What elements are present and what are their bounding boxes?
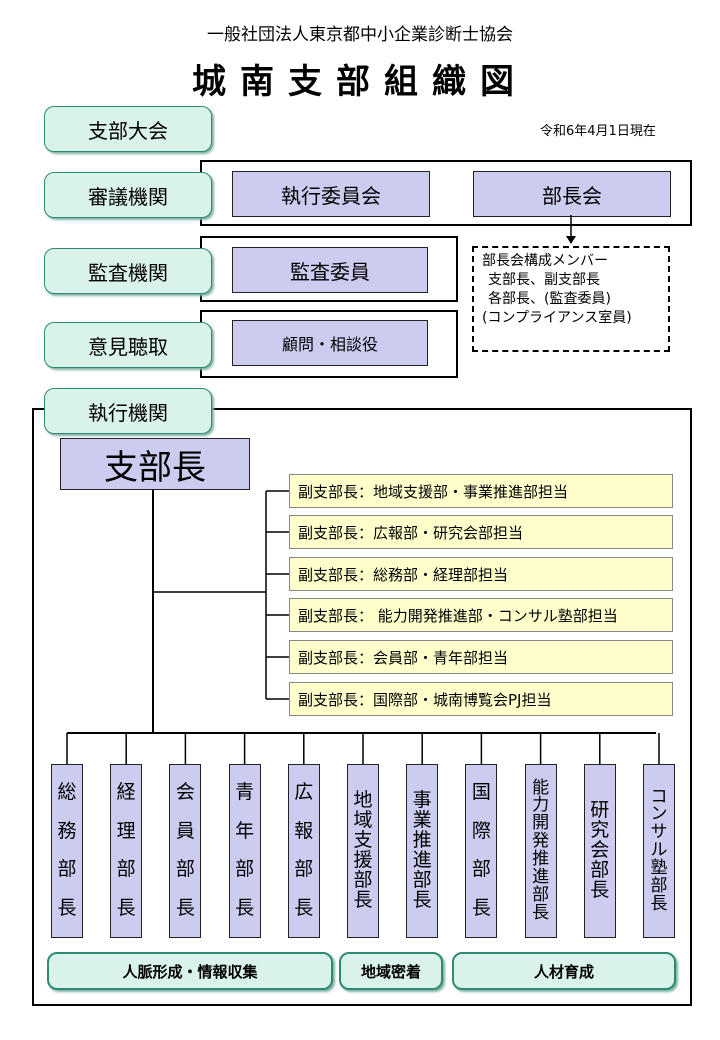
department-char: 部	[532, 884, 550, 905]
directors-meeting-members-note: 部長会構成メンバー 支部長、副支部長 各部長、(監査委員) (コンプライアンス室…	[472, 246, 670, 352]
department-char: ン	[650, 804, 668, 825]
department-char: 支	[353, 829, 373, 852]
department-box: 能力開発推進部長	[524, 764, 557, 938]
department-char: 長	[650, 893, 668, 914]
department-char: ル	[650, 840, 668, 861]
advisors-box: 顧問・相談役	[232, 320, 428, 366]
department-char: 力	[532, 795, 550, 816]
department-char: 会	[590, 839, 610, 862]
department-char: 部	[235, 858, 255, 881]
department-box: コンサル塾部長	[643, 764, 675, 938]
department-char: 究	[590, 819, 610, 842]
advisory-body-label: 意見聴取	[44, 322, 212, 368]
deliberative-body-label: 審議機関	[44, 172, 212, 218]
department-char: 部	[116, 858, 136, 881]
department-char: 業	[412, 809, 432, 832]
department-char: 事	[412, 789, 432, 812]
executive-committee-box: 執行委員会	[232, 171, 430, 217]
group-networking: 人脈形成・情報収集	[47, 952, 333, 990]
department-box: 国際部長	[465, 764, 498, 938]
as-of-date: 令和6年4月1日現在	[540, 124, 656, 139]
department-char: 地	[353, 789, 373, 812]
department-char: 長	[471, 896, 491, 919]
department-char: サ	[650, 822, 668, 843]
department-char: 際	[471, 819, 491, 842]
vice-head-box: 副支部長：会員部・青年部担当	[289, 640, 673, 674]
general-assembly-label: 支部大会	[44, 106, 212, 152]
department-char: 長	[235, 896, 255, 919]
department-char: 部	[294, 858, 314, 881]
department-char: 長	[590, 878, 610, 901]
vice-head-box: 副支部長：国際部・城南博覧会PJ担当	[289, 682, 673, 716]
department-box: 青年部長	[228, 764, 261, 938]
department-box: 総務部長	[51, 764, 83, 938]
auditor-box: 監査委員	[232, 247, 428, 293]
department-char: 経	[116, 781, 136, 804]
page-title: 城南支部組織図	[192, 62, 528, 102]
department-char: 部	[57, 858, 77, 881]
vice-head-box: 副支部長：地域支援部・事業推進部担当	[289, 474, 673, 508]
department-char: 推	[412, 829, 432, 852]
department-char: 理	[116, 819, 136, 842]
department-char: 塾	[650, 857, 668, 878]
department-box: 広報部長	[287, 764, 320, 938]
department-char: 年	[235, 819, 255, 842]
department-char: 長	[294, 896, 314, 919]
department-char: 会	[175, 781, 195, 804]
members-note-line: 支部長、副支部長	[488, 272, 600, 288]
department-char: 部	[650, 875, 668, 896]
department-char: 域	[353, 809, 373, 832]
group-talent: 人材育成	[452, 952, 676, 990]
department-char: 長	[532, 902, 550, 923]
department-char: 能	[532, 777, 550, 798]
department-char: 部	[471, 858, 491, 881]
department-char: 務	[57, 819, 77, 842]
vice-head-box: 副支部長：広報部・研究会部担当	[289, 515, 673, 549]
department-char: 研	[590, 799, 610, 822]
department-char: 総	[57, 781, 77, 804]
department-char: 報	[294, 819, 314, 842]
vice-head-box: 副支部長： 能力開発推進部・コンサル塾部担当	[289, 598, 673, 632]
members-note-line: 部長会構成メンバー	[482, 253, 608, 269]
department-char: 長	[412, 888, 432, 911]
department-char: 発	[532, 831, 550, 852]
department-char: 広	[294, 781, 314, 804]
directors-meeting-box: 部長会	[473, 171, 671, 217]
department-char: 部	[175, 858, 195, 881]
members-note-line: (コンプライアンス室員)	[482, 310, 632, 326]
department-char: 部	[590, 858, 610, 881]
department-char: 国	[471, 781, 491, 804]
department-char: 長	[116, 896, 136, 919]
department-box: 会員部長	[169, 764, 202, 938]
department-char: 進	[412, 849, 432, 871]
branch-head-box: 支部長	[60, 438, 250, 490]
organization-name: 一般社団法人東京都中小企業診断士協会	[207, 25, 513, 45]
department-char: 長	[175, 896, 195, 919]
group-community: 地域密着	[339, 952, 443, 990]
department-box: 事業推進部長	[406, 764, 439, 938]
department-char: 進	[532, 866, 550, 887]
vice-head-box: 副支部長：総務部・経理部担当	[289, 557, 673, 591]
department-char: 推	[532, 849, 550, 869]
department-box: 経理部長	[110, 764, 143, 938]
department-box: 研究会部長	[583, 764, 616, 938]
department-char: 青	[235, 781, 255, 804]
members-note-line: 各部長、(監査委員)	[488, 291, 611, 307]
department-char: 長	[353, 888, 373, 911]
audit-body-label: 監査機関	[44, 248, 212, 294]
department-char: 開	[532, 813, 550, 834]
department-char: コ	[650, 786, 668, 807]
department-char: 部	[412, 868, 432, 891]
department-char: 援	[353, 849, 373, 871]
department-char: 員	[175, 819, 195, 842]
department-box: 地域支援部長	[347, 764, 379, 938]
department-char: 長	[57, 896, 77, 919]
executive-body-label: 執行機関	[44, 388, 212, 434]
department-char: 部	[353, 868, 373, 891]
